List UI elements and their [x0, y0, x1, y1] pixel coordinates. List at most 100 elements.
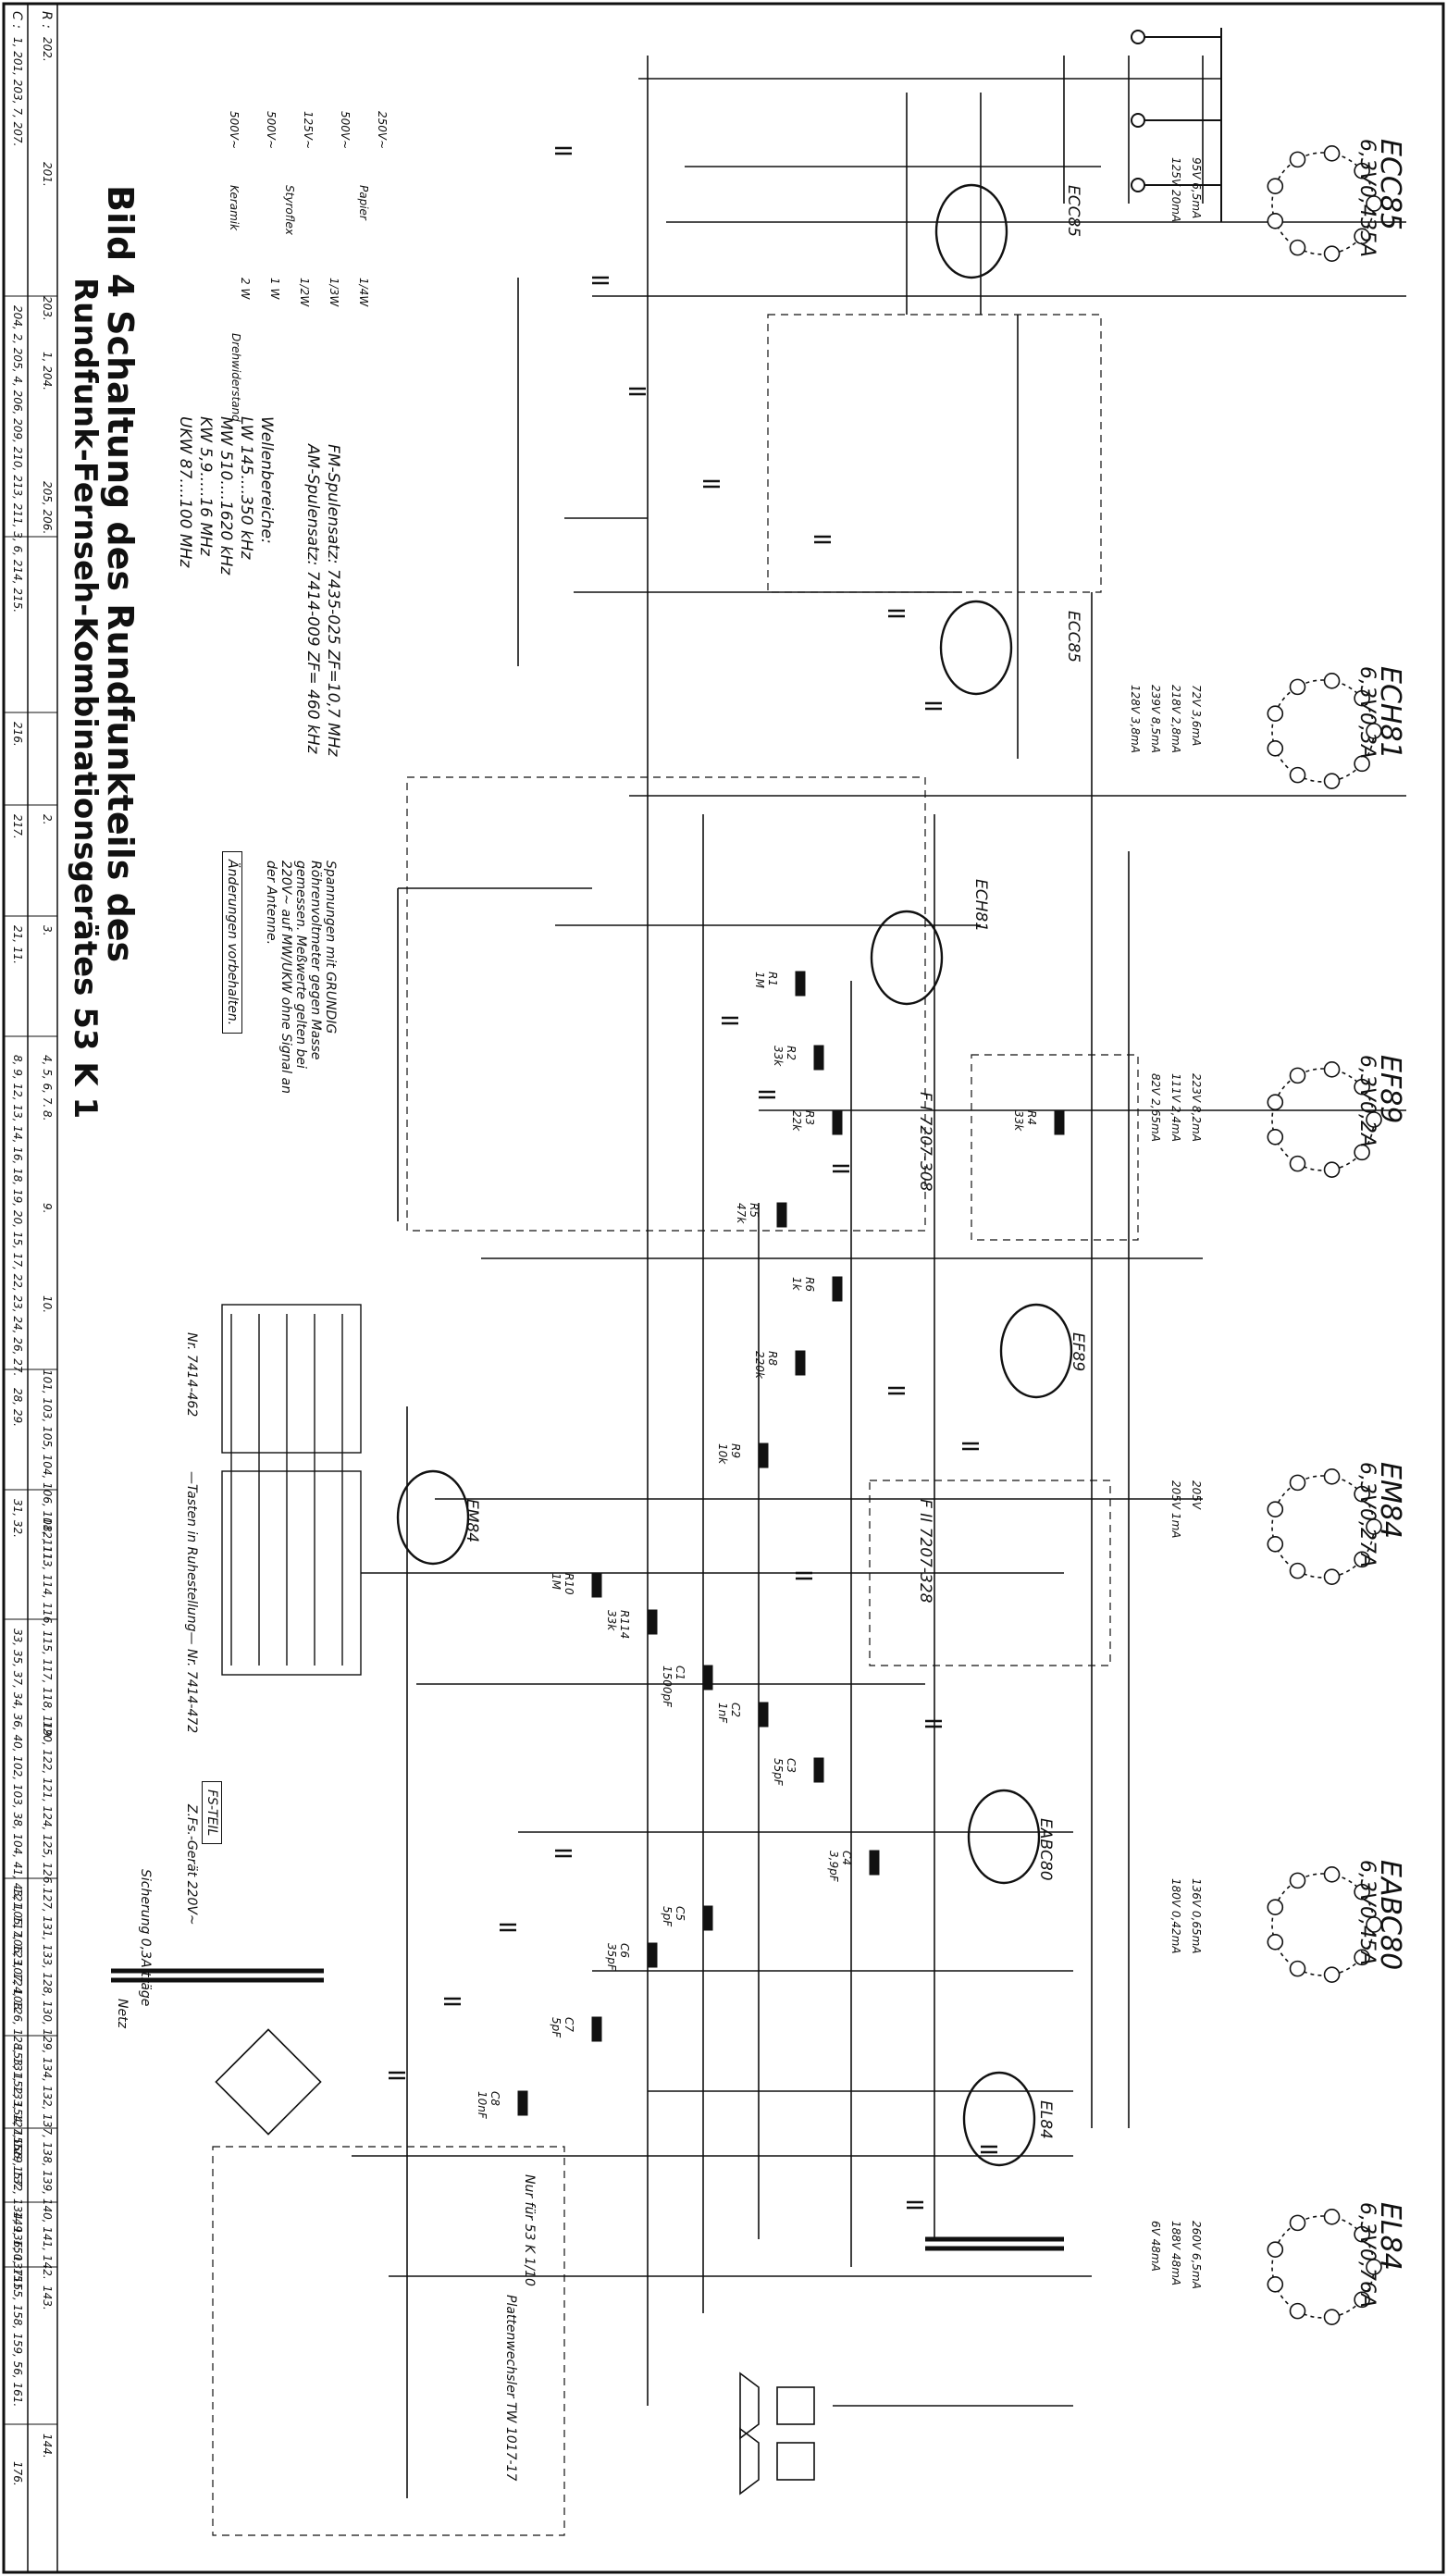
legend-res-type: 1/2W — [298, 278, 311, 307]
band-kw: KW 5,9.....16 MHz — [196, 416, 215, 556]
filter-fi: F I 7207-308 — [916, 1092, 934, 1192]
socket-pin — [1267, 1536, 1284, 1553]
component-body — [591, 2016, 602, 2042]
component-body — [813, 1757, 824, 1783]
filter-fii: F II 7207-328 — [916, 1499, 934, 1604]
tube-voltage: 180V 0,42mA — [1169, 1878, 1182, 1954]
component-value: 1k — [790, 1277, 803, 1291]
table-c-cell: 204, 2, 205, 4, 206, 209, 210, 213, 211,… — [11, 305, 24, 613]
component-id: R9 — [729, 1443, 742, 1458]
socket-pin — [1354, 1144, 1370, 1161]
tube-voltage: 205V 1mA — [1169, 1480, 1182, 1539]
tube-spec-em84: 6,3V0,27A — [1355, 1462, 1379, 1568]
table-c-cell: 28, 29. — [11, 1388, 24, 1427]
socket-pin — [1267, 740, 1284, 757]
socket-pin — [1289, 151, 1306, 168]
socket-pin — [1323, 1468, 1341, 1485]
component-value: 3,9pF — [827, 1851, 840, 1882]
table-r-cell: 9. — [41, 1203, 54, 1214]
label-fuse: Sicherung 0,3A träge — [138, 1869, 153, 2007]
socket-pin — [1267, 1129, 1284, 1146]
label-plug-note: Nur für 53 K 1/10 — [522, 2174, 537, 2286]
component-id: R2 — [785, 1046, 798, 1060]
tube-name-ef89: EF89 — [1374, 1055, 1406, 1124]
component-body — [702, 1665, 713, 1690]
schem-tube-eabc80: EABC80 — [1036, 1818, 1055, 1881]
tube-voltage: 260V 6,5mA — [1190, 2221, 1203, 2289]
tube-spec-eabc80: 6,3V0,45A — [1355, 1860, 1379, 1966]
tube-name-el84: EL84 — [1374, 2202, 1406, 2271]
socket-pin — [1289, 2214, 1306, 2232]
socket-pin — [1289, 2302, 1306, 2320]
socket-pin — [1267, 178, 1284, 194]
socket-pin — [1323, 1866, 1341, 1883]
component-value: 10nF — [476, 2091, 489, 2119]
table-c-cell: 217. — [11, 814, 24, 839]
legend-cap-voltage: 250V~ — [376, 111, 389, 150]
socket-pin — [1354, 228, 1370, 245]
legend-res-type: 1/4W — [357, 278, 370, 307]
component-value: 47k — [735, 1203, 748, 1224]
socket-pin — [1323, 2209, 1341, 2225]
socket-pin — [1354, 689, 1370, 707]
table-c-cell: 21, 11. — [11, 925, 24, 964]
socket-pin — [1267, 2241, 1284, 2258]
table-r-cell: 4, 5, 6, 7. — [41, 1055, 54, 1108]
component-body — [832, 1109, 843, 1135]
component-body — [795, 971, 806, 997]
band-lw: LW 145....350 kHz — [237, 416, 255, 560]
schem-tube-ecc85-a: ECC85 — [1064, 185, 1082, 238]
tube-voltage: 95V 6,5mA — [1190, 157, 1203, 219]
tube-name-eabc80: EABC80 — [1374, 1860, 1406, 1971]
component-id: C8 — [489, 2091, 501, 2107]
table-r-cell: 202. — [41, 37, 54, 62]
wiring — [352, 56, 1406, 2498]
table-c-cell: 31, 32. — [11, 1499, 24, 1538]
component-body — [1054, 1109, 1065, 1135]
socket-pin — [1267, 1501, 1284, 1517]
component-body — [758, 1443, 769, 1468]
tube-voltage: 218V 2,8mA — [1169, 685, 1182, 753]
socket-pin — [1366, 2259, 1382, 2275]
socket-pin — [1323, 1161, 1341, 1178]
component-body — [795, 1350, 806, 1376]
note-measurement: Spannungen mit GRUNDIG Röhrenvoltmeter g… — [264, 861, 338, 1094]
tube-envelopes — [396, 183, 1073, 2167]
rectifier-bridge — [215, 2028, 322, 2136]
table-r-label: R : — [39, 11, 54, 29]
legend-cap-kind-keramik: Keramik — [228, 185, 241, 231]
component-value: 1M — [550, 1573, 563, 1590]
component-value: 5pF — [661, 1906, 674, 1927]
legend-res-type: 1/3W — [328, 278, 340, 307]
socket-pin — [1323, 673, 1341, 689]
legend-res-type: 2 W — [239, 278, 252, 300]
component-id: C6 — [618, 1943, 631, 1959]
tube-voltage: 128V 3,8mA — [1129, 685, 1142, 753]
component-body — [702, 1905, 713, 1931]
schem-tube-el84: EL84 — [1036, 2100, 1055, 2139]
socket-pin — [1267, 1899, 1284, 1915]
key-switch-matrix — [221, 1304, 362, 1676]
tube-spec-el84: 6,3V0,76A — [1355, 2202, 1379, 2309]
component-value: 33k — [772, 1046, 785, 1067]
socket-pin — [1354, 2291, 1370, 2309]
component-value: 1nF — [716, 1703, 729, 1724]
legend-cap-voltage: 500V~ — [339, 111, 352, 150]
component-body — [869, 1850, 880, 1876]
component-id: C3 — [785, 1758, 798, 1774]
table-r-cell: 8. — [41, 1110, 54, 1121]
socket-pin — [1267, 705, 1284, 722]
tube-voltage: 6V 48mA — [1149, 2221, 1162, 2272]
component-body — [591, 1572, 602, 1598]
tube-name-ech81: ECH81 — [1374, 666, 1406, 760]
component-value: 220k — [753, 1351, 766, 1379]
component-id: R4 — [1025, 1110, 1038, 1125]
tube-voltage: 125V 20mA — [1169, 157, 1182, 223]
table-r-cell: 144. — [41, 2434, 54, 2458]
socket-pin — [1267, 1934, 1284, 1951]
antenna-terminals — [1131, 28, 1222, 222]
tube-spec-ef89: 6,3V0,2A — [1355, 1055, 1379, 1148]
socket-pin — [1289, 1562, 1306, 1579]
